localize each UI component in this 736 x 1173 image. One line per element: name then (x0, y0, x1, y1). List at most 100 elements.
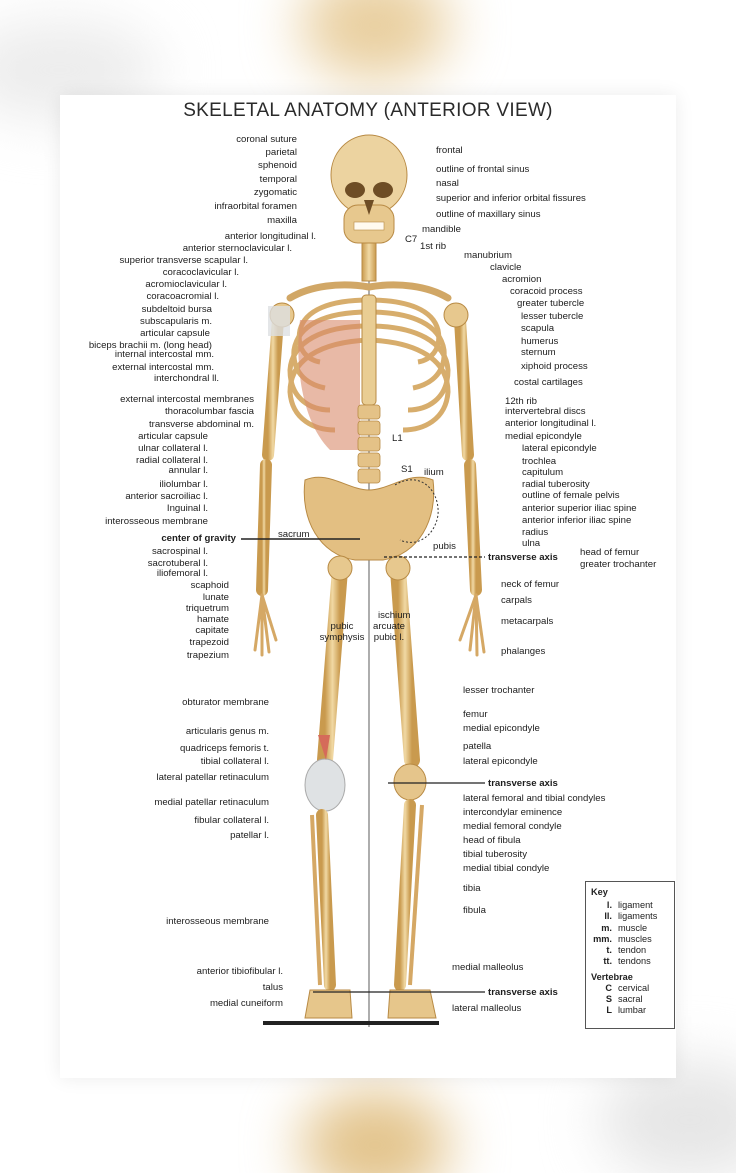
label-radial-collateral: radial collateral l. (136, 455, 208, 466)
label-patella: patella (463, 741, 492, 752)
label-scapula: scapula (521, 323, 555, 334)
label-lateral-patellar-retinaculum: lateral patellar retinaculum (156, 772, 269, 783)
key-row: ll. ligaments (586, 911, 674, 922)
label-head-of-femur: head of femur (580, 547, 640, 558)
label-asis: anterior superior iliac spine (522, 503, 637, 514)
label-acromioclavicular: acromioclavicular l. (145, 279, 227, 290)
label-temporal: temporal (259, 174, 297, 185)
label-outline-frontal-sinus: outline of frontal sinus (436, 164, 530, 175)
label-anterior-sacroiliac: anterior sacroiliac l. (125, 491, 208, 502)
key-vertebrae-title: Vertebrae (591, 971, 633, 982)
label-transverse-axis-knee: transverse axis (488, 778, 558, 789)
label-sacrospinal: sacrospinal l. (152, 546, 208, 557)
label-ulnar-collateral: ulnar collateral l. (138, 443, 208, 454)
label-costal-cartilages: costal cartilages (514, 377, 583, 388)
label-aiis: anterior inferior iliac spine (522, 515, 632, 526)
label-nasal: nasal (436, 178, 459, 189)
label-ischium: ischium (378, 610, 411, 621)
label-subscapularis: subscapularis m. (140, 316, 212, 327)
key-abbr: m. (601, 922, 612, 933)
label-trochlea: trochlea (522, 456, 557, 467)
label-medial-malleolus: medial malleolus (452, 962, 524, 973)
label-12th-rib: 12th rib (505, 396, 537, 407)
key-abbr: t. (606, 945, 612, 956)
key-row: tt. tendons (586, 956, 674, 967)
label-anterior-longitudinal-r: anterior longitudinal l. (505, 418, 597, 429)
label-parietal: parietal (265, 147, 297, 158)
key-abbr: mm. (593, 933, 612, 944)
label-lunate: lunate (202, 592, 229, 603)
label-medial-femoral-condyle: medial femoral condyle (463, 821, 562, 832)
label-transverse-axis-ankle: transverse axis (488, 987, 558, 998)
key-abbr: L (606, 1005, 612, 1016)
label-medial-cuneiform: medial cuneiform (209, 998, 283, 1009)
label-outline-female-pelvis: outline of female pelvis (522, 490, 620, 501)
label-center-of-gravity: center of gravity (161, 533, 236, 544)
label-carpals: carpals (501, 595, 532, 606)
label-medial-epicondyle-arm: medial epicondyle (505, 431, 582, 442)
label-s1: S1 (401, 464, 413, 475)
label-lateral-condyles: lateral femoral and tibial condyles (463, 793, 606, 804)
label-intercondylar-eminence: intercondylar eminence (463, 807, 563, 818)
key-text: tendons (618, 956, 651, 967)
label-pubic-symphysis: pubic symphysis (319, 621, 365, 643)
label-xiphoid-process: xiphoid process (521, 361, 588, 372)
label-lateral-malleolus: lateral malleolus (452, 1003, 522, 1014)
label-sacrum: sacrum (278, 529, 310, 540)
label-biceps-brachii: biceps brachii m. (long head) (88, 340, 212, 351)
label-capitate: capitate (195, 625, 229, 636)
label-iliolumbar: iliolumbar l. (159, 479, 208, 490)
label-fibular-collateral: fibular collateral l. (194, 815, 269, 826)
label-annular: annular l. (168, 465, 208, 476)
key-text: sacral (618, 994, 643, 1005)
label-interosseous-membrane-leg: interosseous membrane (166, 916, 269, 927)
label-articular-capsule-elbow: articular capsule (138, 431, 208, 442)
label-arcuate-pubic: arcuate pubic l. (373, 621, 405, 643)
label-scaphoid: scaphoid (190, 580, 229, 591)
label-tibial-tuberosity: tibial tuberosity (463, 849, 527, 860)
label-iliofemoral: iliofemoral l. (156, 568, 208, 579)
label-sphenoid: sphenoid (258, 160, 297, 171)
key-abbr: C (605, 982, 612, 993)
key-text: muscles (618, 933, 652, 944)
label-talus: talus (262, 982, 283, 993)
label-intervertebral-discs: intervertebral discs (505, 406, 586, 417)
label-humerus: humerus (521, 336, 559, 347)
label-coracoclavicular: coracoclavicular l. (162, 267, 239, 278)
label-medial-patellar-retinaculum: medial patellar retinaculum (154, 797, 269, 808)
label-c7: C7 (405, 234, 418, 245)
label-mandible: mandible (422, 224, 461, 235)
label-manubrium: manubrium (464, 250, 512, 261)
label-sternum: sternum (521, 347, 556, 358)
key-abbr: tt. (603, 956, 612, 967)
label-interchondral: interchondral ll. (153, 373, 219, 384)
key-abbr: ll. (604, 911, 612, 922)
key-text: ligaments (618, 911, 658, 922)
label-infraorbital-foramen: infraorbital foramen (214, 201, 297, 212)
label-metacarpals: metacarpals (501, 616, 554, 627)
label-coronal-suture: coronal suture (236, 134, 297, 145)
label-lesser-trochanter: lesser trochanter (463, 685, 535, 696)
label-greater-tubercle: greater tubercle (517, 298, 585, 309)
label-trapezium: trapezium (186, 650, 229, 661)
label-superior-transverse-scapular: superior transverse scapular l. (119, 255, 248, 266)
label-fibula: fibula (463, 905, 486, 916)
label-zygomatic: zygomatic (253, 187, 297, 198)
label-trapezoid: trapezoid (189, 637, 229, 648)
key-row: m.muscle (586, 923, 674, 934)
key-abbr: S (605, 994, 612, 1005)
label-outline-maxillary-sinus: outline of maxillary sinus (436, 209, 541, 220)
key-row: mm. muscles (586, 934, 674, 945)
label-external-intercostal-membranes: external intercostal membranes (120, 394, 254, 405)
label-frontal: frontal (436, 145, 463, 156)
label-neck-of-femur: neck of femur (501, 579, 560, 590)
label-head-of-fibula: head of fibula (463, 835, 521, 846)
label-anterior-longitudinal: anterior longitudinal l. (224, 231, 316, 242)
label-articularis-genus: articularis genus m. (185, 726, 269, 737)
label-tibial-collateral: tibial collateral l. (200, 756, 269, 767)
label-lesser-tubercle: lesser tubercle (521, 311, 584, 322)
legend-key: Key l.ligament ll.ligaments m.muscle mm.… (585, 881, 675, 1029)
